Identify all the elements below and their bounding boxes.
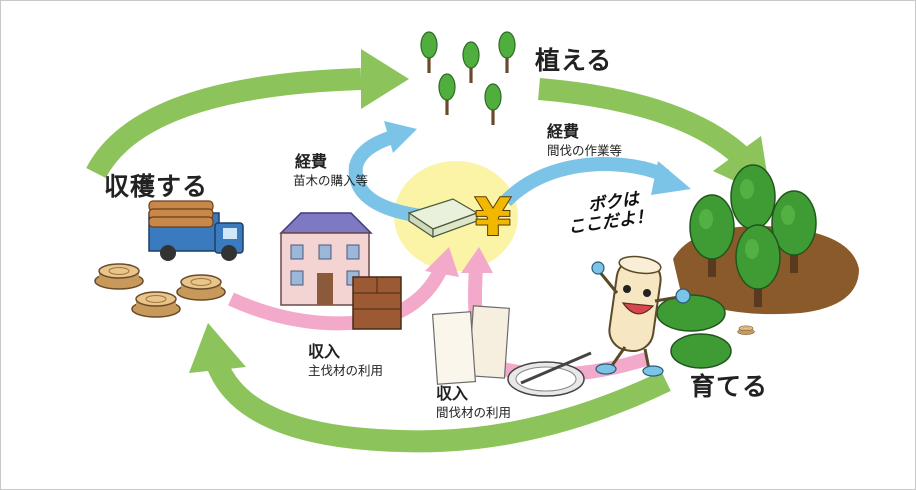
income-main-title: 収入 (308, 342, 341, 361)
log-truck (148, 200, 244, 261)
cost-arrow-thinning (501, 156, 670, 207)
income-thinning-title: 収入 (436, 384, 469, 403)
income-main-detail: 主伐材の利用 (308, 363, 384, 378)
income-arrow-thinning-head (461, 247, 493, 273)
envelopes (431, 305, 510, 385)
measuring-ring (507, 351, 592, 397)
cycle-arrow-head-plant (361, 49, 409, 109)
cost-thinning-detail: 間伐の作業等 (547, 143, 623, 158)
cost-arrow-thinning-head (651, 161, 691, 195)
stumps (94, 263, 226, 318)
cycle-arrow-plant-to-grow (538, 78, 749, 165)
stage-label-plant: 植える (535, 46, 613, 75)
forest (673, 164, 859, 335)
dresser (352, 276, 402, 330)
cost-seedlings-title: 経費 (295, 152, 328, 171)
mascot (591, 255, 691, 377)
yen-symbol: ¥ (475, 188, 511, 248)
cost-thinning-title: 経費 (547, 122, 580, 141)
cost-seedlings-detail: 苗木の購入等 (293, 173, 369, 188)
house (279, 212, 373, 306)
cost-arrow-seedlings (348, 129, 423, 223)
stage-label-harvest: 収穫する (104, 172, 209, 201)
stage-label-grow: 育てる (690, 372, 769, 401)
money-bundle (407, 198, 479, 239)
bushes (656, 294, 732, 369)
cycle-arrow-grow-to-harvest (205, 357, 671, 453)
income-thinning-detail: 間伐材の利用 (436, 405, 512, 420)
cycle-arrow-head-harvest (189, 323, 246, 373)
income-arrow-main-head (425, 247, 459, 277)
cost-arrow-seedlings-head (384, 121, 417, 153)
mascot-speech-line-2: ここだよ！ (567, 206, 654, 238)
saplings (420, 31, 516, 126)
cycle-arrow-harvest-to-plant (86, 68, 362, 179)
